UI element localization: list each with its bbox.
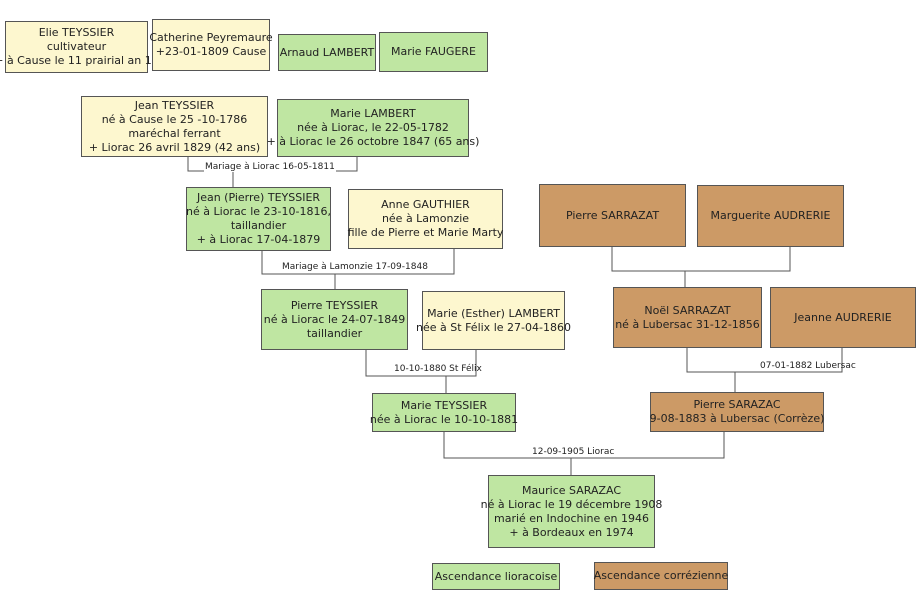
legend-liorac: Ascendance lioracoise [432, 563, 560, 590]
person-marie-teyssier: Marie TEYSSIER née à Liorac le 10-10-188… [370, 393, 518, 432]
person-anne-gauthier: Anne GAUTHIER née à Lamonzie fille de Pi… [348, 189, 503, 249]
person-pierre-sarrazat: Pierre SARRAZAT [539, 184, 686, 247]
person-marguerite-audrerie: Marguerite AUDRERIE [697, 185, 844, 247]
person-elie-teyssier: Elie TEYSSIER cultivateur + à Cause le 1… [0, 21, 159, 73]
person-jeanne-audrerie: Jeanne AUDRERIE [770, 287, 916, 348]
marriage-line-1905 [443, 432, 725, 459]
marriage-label-1905: 12-09-1905 Liorac [532, 447, 615, 457]
person-noel-sarrazat: Noël SARRAZAT né à Lubersac 31-12-1856 [613, 287, 762, 348]
person-pierre-sarazac: Pierre SARAZAC 9-08-1883 à Lubersac (Cor… [650, 392, 824, 432]
person-jean-teyssier: Jean TEYSSIER né à Cause le 25 -10-1786 … [81, 96, 268, 157]
marriage-label-1848: Mariage à Lamonzie 17-09-1848 [282, 262, 428, 272]
marriage-line-1848 [261, 249, 455, 275]
person-catherine-peyremaure: Catherine Peyremaure +23-01-1809 Cause [149, 19, 273, 71]
person-pierre-teyssier: Pierre TEYSSIER né à Liorac le 24-07-184… [261, 289, 408, 350]
person-jean-pierre-teyssier: Jean (Pierre) TEYSSIER né à Liorac le 23… [186, 187, 331, 251]
marriage-label-1880: 10-10-1880 St Félix [394, 364, 482, 374]
person-marie-lambert: Marie LAMBERT née à Liorac, le 22-05-178… [267, 99, 479, 157]
marriage-label-1882: 07-01-1882 Lubersac [760, 361, 856, 371]
person-maurice-sarazac: Maurice SARAZAC né à Liorac le 19 décemb… [481, 475, 662, 548]
marriage-line-sarrazat [611, 247, 791, 272]
marriage-line-1882 [686, 348, 843, 373]
marriage-line-1880 [365, 350, 477, 377]
marriage-label-1811: Mariage à Liorac 16-05-1811 [204, 162, 336, 172]
legend-correze: Ascendance corrézienne [594, 562, 728, 590]
person-marie-esther-lambert: Marie (Esther) LAMBERT née à St Félix le… [416, 291, 571, 350]
person-arnaud-lambert: Arnaud LAMBERT [278, 34, 376, 71]
person-marie-faugere: Marie FAUGERE [379, 32, 488, 72]
